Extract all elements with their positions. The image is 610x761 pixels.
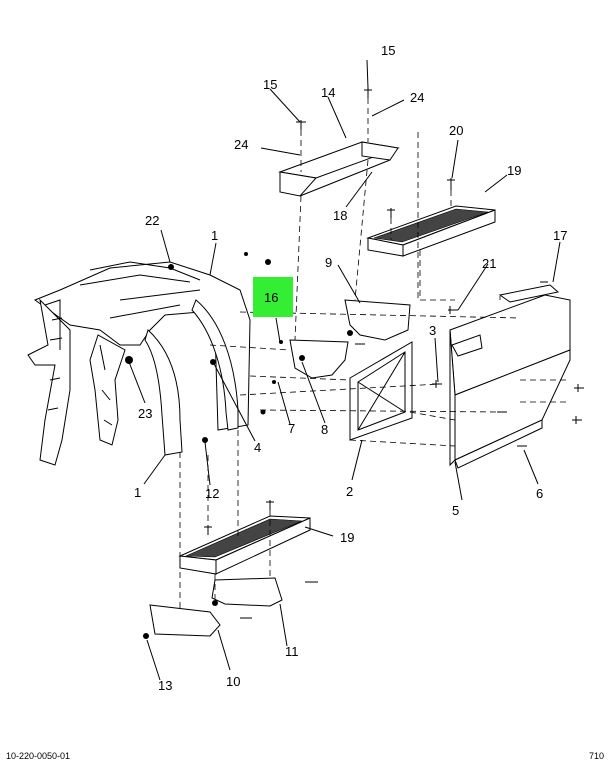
callout-6: 6 — [536, 486, 543, 501]
callout-4: 4 — [254, 440, 261, 455]
fasteners — [204, 88, 584, 619]
lower-step-19 — [178, 515, 311, 575]
callout-15: 15 — [381, 43, 395, 58]
callout-10: 10 — [226, 674, 240, 689]
callout-1: 1 — [211, 228, 218, 243]
callout-19: 19 — [507, 163, 521, 178]
callout-5: 5 — [452, 503, 459, 518]
callout-13: 13 — [158, 678, 172, 693]
footer-page-number: 710 — [588, 751, 604, 761]
callout-20: 20 — [449, 123, 463, 138]
callout-19: 19 — [340, 530, 354, 545]
callout-17: 17 — [553, 228, 567, 243]
callout-2: 2 — [346, 484, 353, 499]
bracket-8 — [289, 339, 349, 379]
callout-12: 12 — [205, 486, 219, 501]
upper-step-19 — [366, 205, 496, 257]
callout-9: 9 — [325, 255, 332, 270]
bracket-11 — [211, 577, 283, 607]
callout-24: 24 — [410, 90, 424, 105]
frame-bracket-assembly — [27, 261, 266, 466]
housing-5 — [449, 284, 571, 469]
callout-22: 22 — [145, 213, 159, 228]
callout-14: 14 — [321, 85, 335, 100]
callout-18: 18 — [333, 208, 347, 223]
callout-8: 8 — [321, 422, 328, 437]
callout-24: 24 — [234, 137, 248, 152]
callout-1: 1 — [134, 485, 141, 500]
bracket-10 — [143, 604, 221, 639]
callout-15: 15 — [263, 77, 277, 92]
callout-3: 3 — [429, 323, 436, 338]
plate-2 — [349, 341, 413, 441]
bracket-9 — [344, 299, 411, 341]
footer-drawing-number: 10-220-0050-01 — [6, 751, 71, 761]
top-bracket-14 — [278, 141, 400, 197]
callout-23: 23 — [138, 406, 152, 421]
callout-21: 21 — [482, 256, 496, 271]
highlight-box — [253, 277, 293, 317]
callouts: 15 15 14 24 24 20 19 18 22 1 17 9 21 16 … — [134, 43, 567, 693]
callout-7: 7 — [288, 421, 295, 436]
callout-16: 16 — [264, 290, 278, 305]
leader-lines — [128, 59, 561, 681]
assembly-dashed-lines — [179, 98, 570, 610]
callout-11: 11 — [285, 644, 299, 659]
